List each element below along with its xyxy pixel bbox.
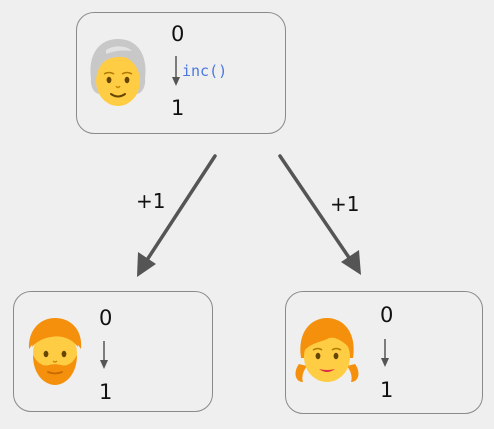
top-node-before-value: 0 <box>171 22 185 46</box>
right-node-before-value: 0 <box>380 303 394 327</box>
edge-left-arrow <box>143 154 217 265</box>
left-node-before-value: 0 <box>99 306 113 330</box>
top-node: 0 inc() 1 <box>76 12 286 134</box>
left-node: 0 1 <box>13 291 213 412</box>
bearded-man-emoji <box>28 318 82 385</box>
edge-label-right: +1 <box>330 192 360 216</box>
right-node-down-arrow <box>381 339 389 367</box>
older-person-emoji <box>90 39 146 106</box>
top-node-down-arrow <box>172 56 180 86</box>
edge-right-arrowhead <box>341 250 361 275</box>
edge-left-arrowhead <box>137 252 156 277</box>
girl-emoji <box>295 318 359 382</box>
edge-right-arrow <box>278 154 354 264</box>
right-node: 0 1 <box>285 291 483 414</box>
left-node-after-value: 1 <box>99 380 113 404</box>
edge-label-left: +1 <box>136 189 166 213</box>
top-node-operation: inc() <box>182 62 228 80</box>
top-node-after-value: 1 <box>171 96 185 120</box>
right-node-after-value: 1 <box>380 378 394 402</box>
left-node-down-arrow <box>100 341 108 369</box>
